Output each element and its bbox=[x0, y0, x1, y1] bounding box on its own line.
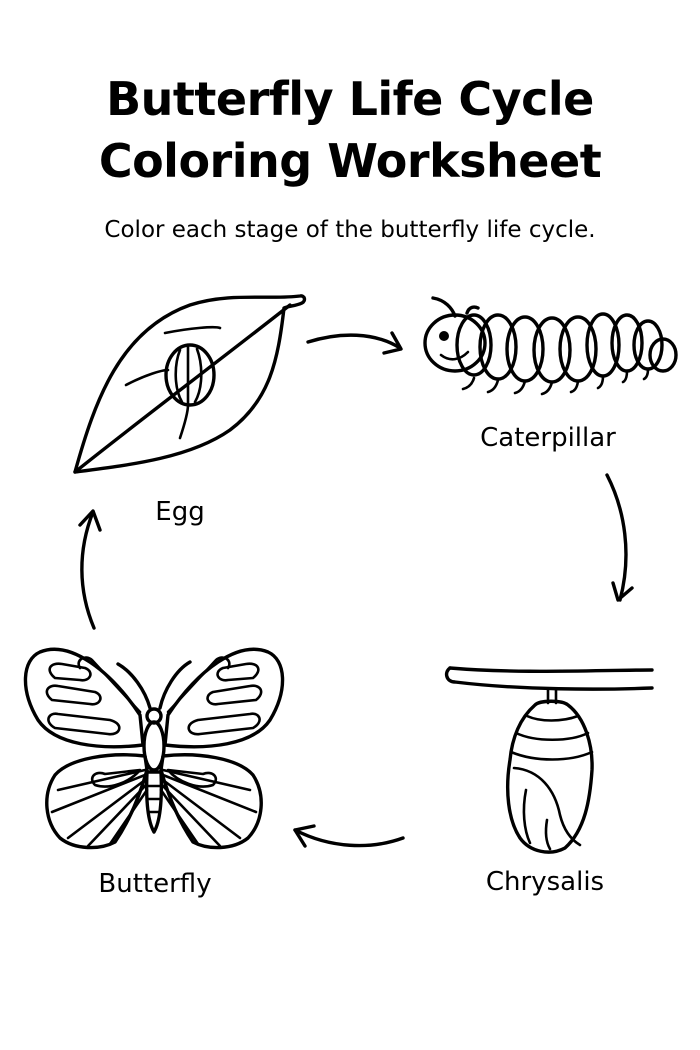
instructions: Color each stage of the butterfly life c… bbox=[104, 217, 596, 243]
arrow-butterfly-to-egg bbox=[78, 509, 102, 630]
egg-on-leaf-icon[interactable] bbox=[73, 294, 307, 474]
stage-label-caterpillar: Caterpillar bbox=[480, 423, 616, 453]
stage-label-butterfly: Butterfly bbox=[98, 869, 212, 899]
caterpillar-icon[interactable] bbox=[423, 296, 678, 396]
arrow-chrysalis-to-butterfly bbox=[293, 824, 405, 848]
arrow-caterpillar-to-chrysalis bbox=[605, 473, 634, 602]
stage-label-chrysalis: Chrysalis bbox=[485, 867, 605, 897]
worksheet-title: Butterfly Life Cycle Coloring Worksheet bbox=[0, 68, 700, 192]
chrysalis-icon[interactable] bbox=[444, 666, 654, 854]
arrow-egg-to-caterpillar bbox=[306, 331, 403, 355]
title-line-1: Butterfly Life Cycle bbox=[106, 72, 594, 126]
stage-label-egg: Egg bbox=[155, 497, 205, 527]
title-line-2: Coloring Worksheet bbox=[98, 134, 602, 188]
butterfly-icon[interactable] bbox=[23, 647, 285, 850]
